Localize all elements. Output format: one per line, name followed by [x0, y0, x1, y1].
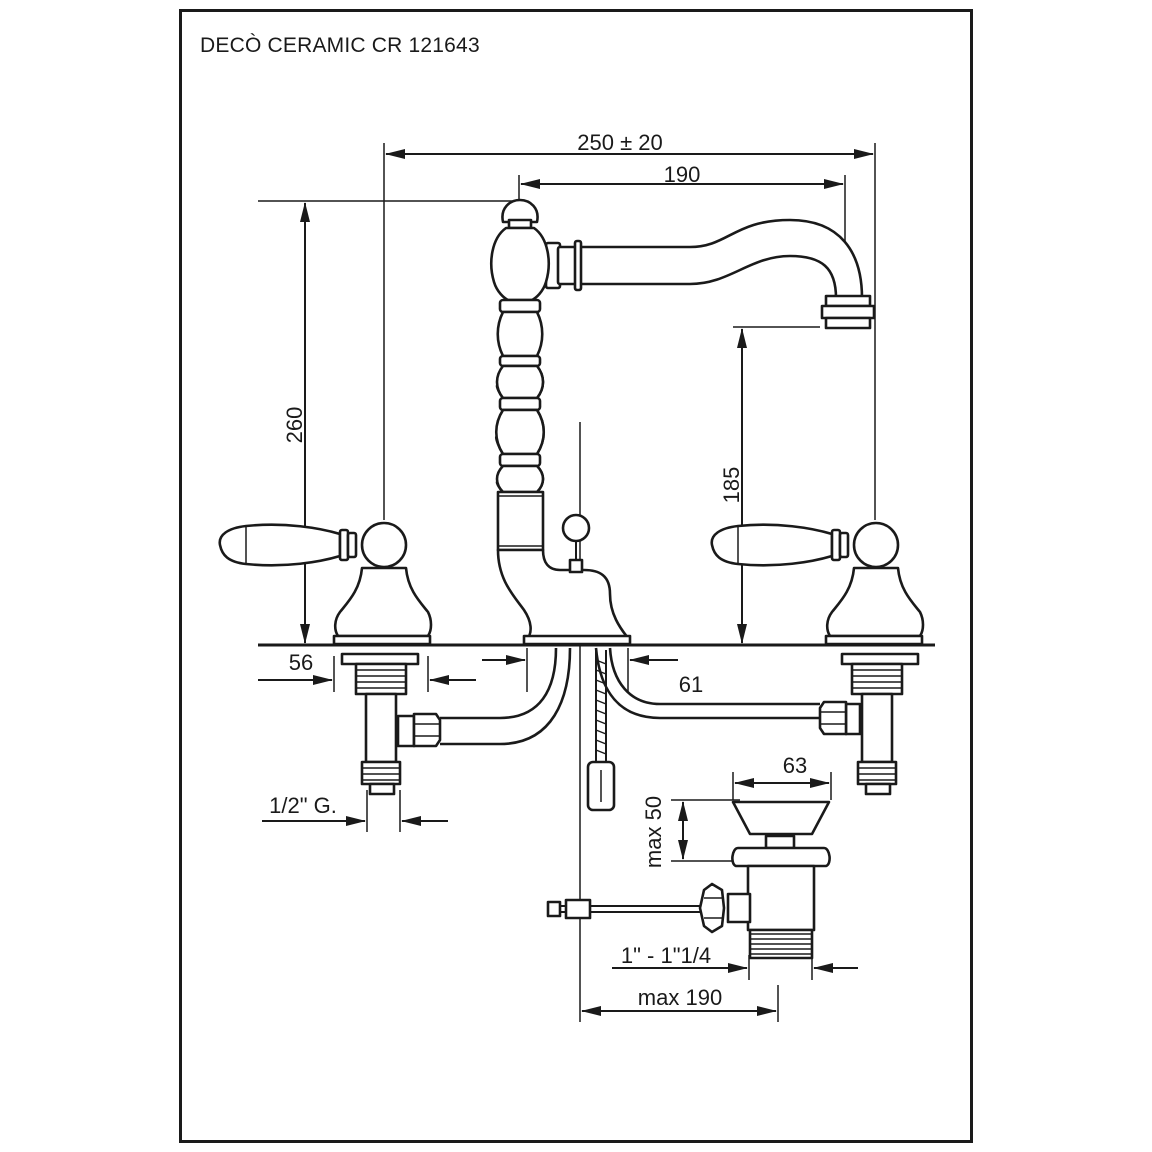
dim-rod-distance: max 190 [638, 985, 722, 1010]
dim-waste-height: max 50 [641, 796, 666, 868]
dim-waste-thread: 1" - 1"1/4 [621, 943, 711, 968]
left-handle [218, 521, 433, 646]
dim-overall-width: 250 ± 20 [577, 130, 662, 155]
dimension-lines [258, 143, 876, 1022]
spout-arm [576, 218, 864, 300]
right-valve-shank [840, 652, 920, 796]
right-handle [710, 521, 925, 646]
dim-inlet-thread: 1/2" G. [269, 793, 337, 818]
pop-up-rod [546, 650, 706, 920]
dim-spout-height: 185 [719, 467, 744, 504]
dim-total-height: 260 [282, 407, 307, 444]
left-valve-shank [340, 652, 420, 796]
connection-hoses [396, 647, 862, 748]
dim-handle-base: 56 [289, 650, 313, 675]
dim-spout-base: 61 [679, 672, 703, 697]
drawing-title: DECÒ CERAMIC CR 121643 [200, 34, 480, 57]
dim-spout-reach: 190 [664, 162, 701, 187]
dim-waste-head: 63 [783, 753, 807, 778]
pop-up-waste [698, 800, 831, 960]
spout-assembly [490, 198, 876, 646]
